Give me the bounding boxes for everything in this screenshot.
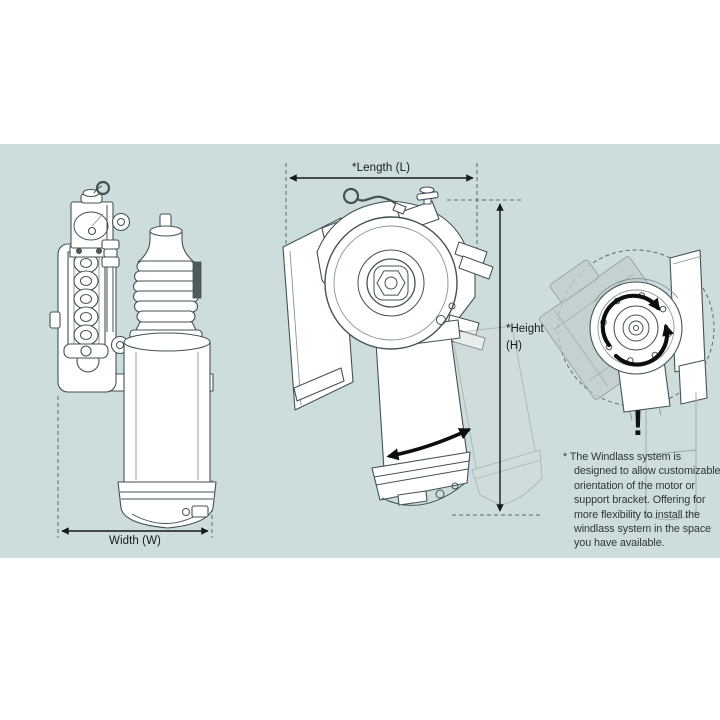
rotation-arrow-clockwise bbox=[600, 293, 661, 348]
ghost-motor-position bbox=[451, 325, 543, 506]
height-dimension-label: *Height (H) bbox=[506, 321, 544, 355]
note-line: support bracket. Offering for bbox=[574, 494, 706, 507]
windlass-side-view bbox=[49, 180, 217, 529]
note-line: orientation of the motor or bbox=[574, 479, 695, 492]
note-line: you have available. bbox=[574, 537, 665, 550]
dimension-extension-lines bbox=[57, 163, 541, 538]
rotation-arrow-counterclockwise bbox=[613, 323, 674, 367]
note-exclamation-icon: ! bbox=[632, 404, 644, 443]
note-line: windlass system in the space bbox=[574, 523, 712, 536]
height-label-line2: (H) bbox=[506, 340, 522, 352]
windlass-rotation-diagram bbox=[538, 249, 715, 521]
note-line: designed to allow customizable bbox=[574, 465, 720, 478]
windlass-front-view bbox=[282, 186, 543, 506]
dimension-arrows bbox=[61, 174, 504, 535]
note-line: more flexibility to install the bbox=[574, 508, 700, 521]
motor-swing-arrow bbox=[386, 428, 472, 461]
length-dimension-label: *Length (L) bbox=[352, 162, 410, 174]
height-label-line1: *Height bbox=[506, 323, 544, 335]
note-line: * The Windlass system is bbox=[563, 451, 682, 463]
note-text: * The Windlass system is designed to all… bbox=[563, 450, 720, 551]
width-dimension-label: Width (W) bbox=[108, 535, 161, 547]
